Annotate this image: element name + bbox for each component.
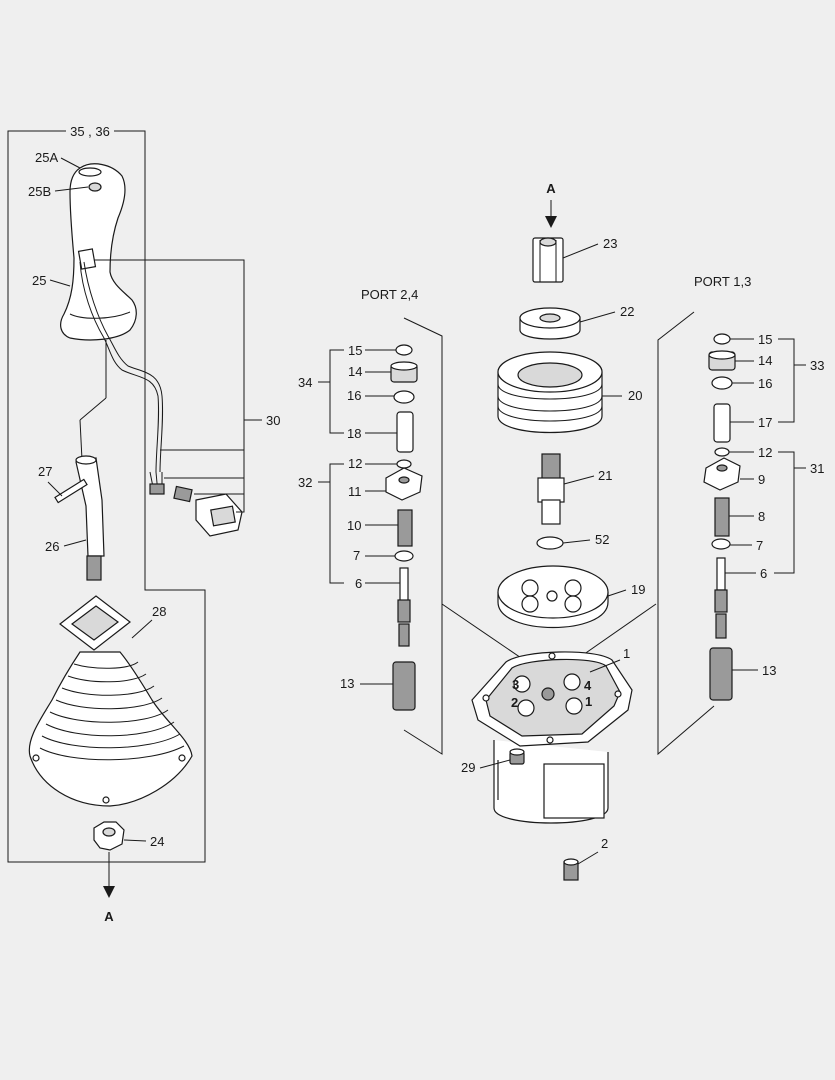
bellows-20 — [497, 351, 603, 434]
label-left-16: 16 — [347, 388, 361, 403]
label-25: 25 — [32, 273, 46, 288]
spindle-21 — [537, 453, 565, 525]
port13-stack — [703, 333, 741, 701]
port-1-3-title: PORT 1,3 — [694, 274, 751, 289]
label-right-16: 16 — [758, 376, 772, 391]
port-2-4-title: PORT 2,4 — [361, 287, 418, 302]
rubber-boot — [28, 595, 193, 807]
label-right-17: 17 — [758, 415, 772, 430]
label-right-6: 6 — [760, 566, 767, 581]
label-2: 2 — [601, 836, 608, 851]
label-left-14: 14 — [348, 364, 362, 379]
disc-22 — [519, 307, 581, 340]
label-right-33: 33 — [810, 358, 824, 373]
label-right-7: 7 — [756, 538, 763, 553]
ring-52 — [536, 536, 564, 550]
lever-tube — [75, 455, 105, 581]
label-arrow-a-top: A — [546, 181, 556, 196]
label-left-15: 15 — [348, 343, 362, 358]
label-35-36: 35 , 36 — [70, 124, 110, 139]
label-22: 22 — [620, 304, 634, 319]
plug-2 — [563, 858, 579, 881]
port-number-3: 3 — [512, 677, 519, 692]
label-left-11: 11 — [348, 484, 362, 499]
nut-23 — [532, 237, 564, 283]
pin — [54, 478, 88, 504]
label-left-7: 7 — [353, 548, 360, 563]
label-right-8: 8 — [758, 509, 765, 524]
label-52: 52 — [595, 532, 609, 547]
arrow-down-bottom-icon — [103, 852, 115, 898]
label-right-14: 14 — [758, 353, 772, 368]
handle-button-25b — [88, 182, 102, 192]
handle-frame — [7, 130, 206, 863]
label-25b: 25B — [28, 184, 51, 199]
label-23: 23 — [603, 236, 617, 251]
label-27: 27 — [38, 464, 52, 479]
port24-stack — [385, 344, 423, 711]
label-right-9: 9 — [758, 472, 765, 487]
label-left-34: 34 — [298, 375, 312, 390]
fitting-29 — [509, 748, 525, 765]
label-left-18: 18 — [347, 426, 361, 441]
port-number-1: 1 — [585, 694, 592, 709]
joystick-handle — [60, 163, 164, 473]
label-left-32: 32 — [298, 475, 312, 490]
label-arrow-a-bottom: A — [104, 909, 114, 924]
label-right-12: 12 — [758, 445, 772, 460]
label-25a: 25A — [35, 150, 58, 165]
nut — [93, 821, 125, 851]
label-20: 20 — [628, 388, 642, 403]
label-30: 30 — [266, 413, 280, 428]
label-left-10: 10 — [347, 518, 361, 533]
label-left-13: 13 — [340, 676, 354, 691]
arrow-down-top-icon — [545, 200, 557, 228]
label-right-31: 31 — [810, 461, 824, 476]
label-1: 1 — [623, 646, 630, 661]
label-left-12: 12 — [348, 456, 362, 471]
housing-1 — [471, 651, 633, 824]
label-19: 19 — [631, 582, 645, 597]
label-21: 21 — [598, 468, 612, 483]
label-28: 28 — [152, 604, 166, 619]
handle-button-25a — [78, 167, 102, 177]
wiring-harness — [149, 471, 243, 537]
label-24: 24 — [150, 834, 164, 849]
port-number-2: 2 — [511, 695, 518, 710]
label-29: 29 — [461, 760, 475, 775]
label-right-15: 15 — [758, 332, 772, 347]
plate-19 — [497, 565, 609, 629]
label-left-6: 6 — [355, 576, 362, 591]
label-26: 26 — [45, 539, 59, 554]
label-right-13: 13 — [762, 663, 776, 678]
port-number-4: 4 — [584, 678, 592, 693]
